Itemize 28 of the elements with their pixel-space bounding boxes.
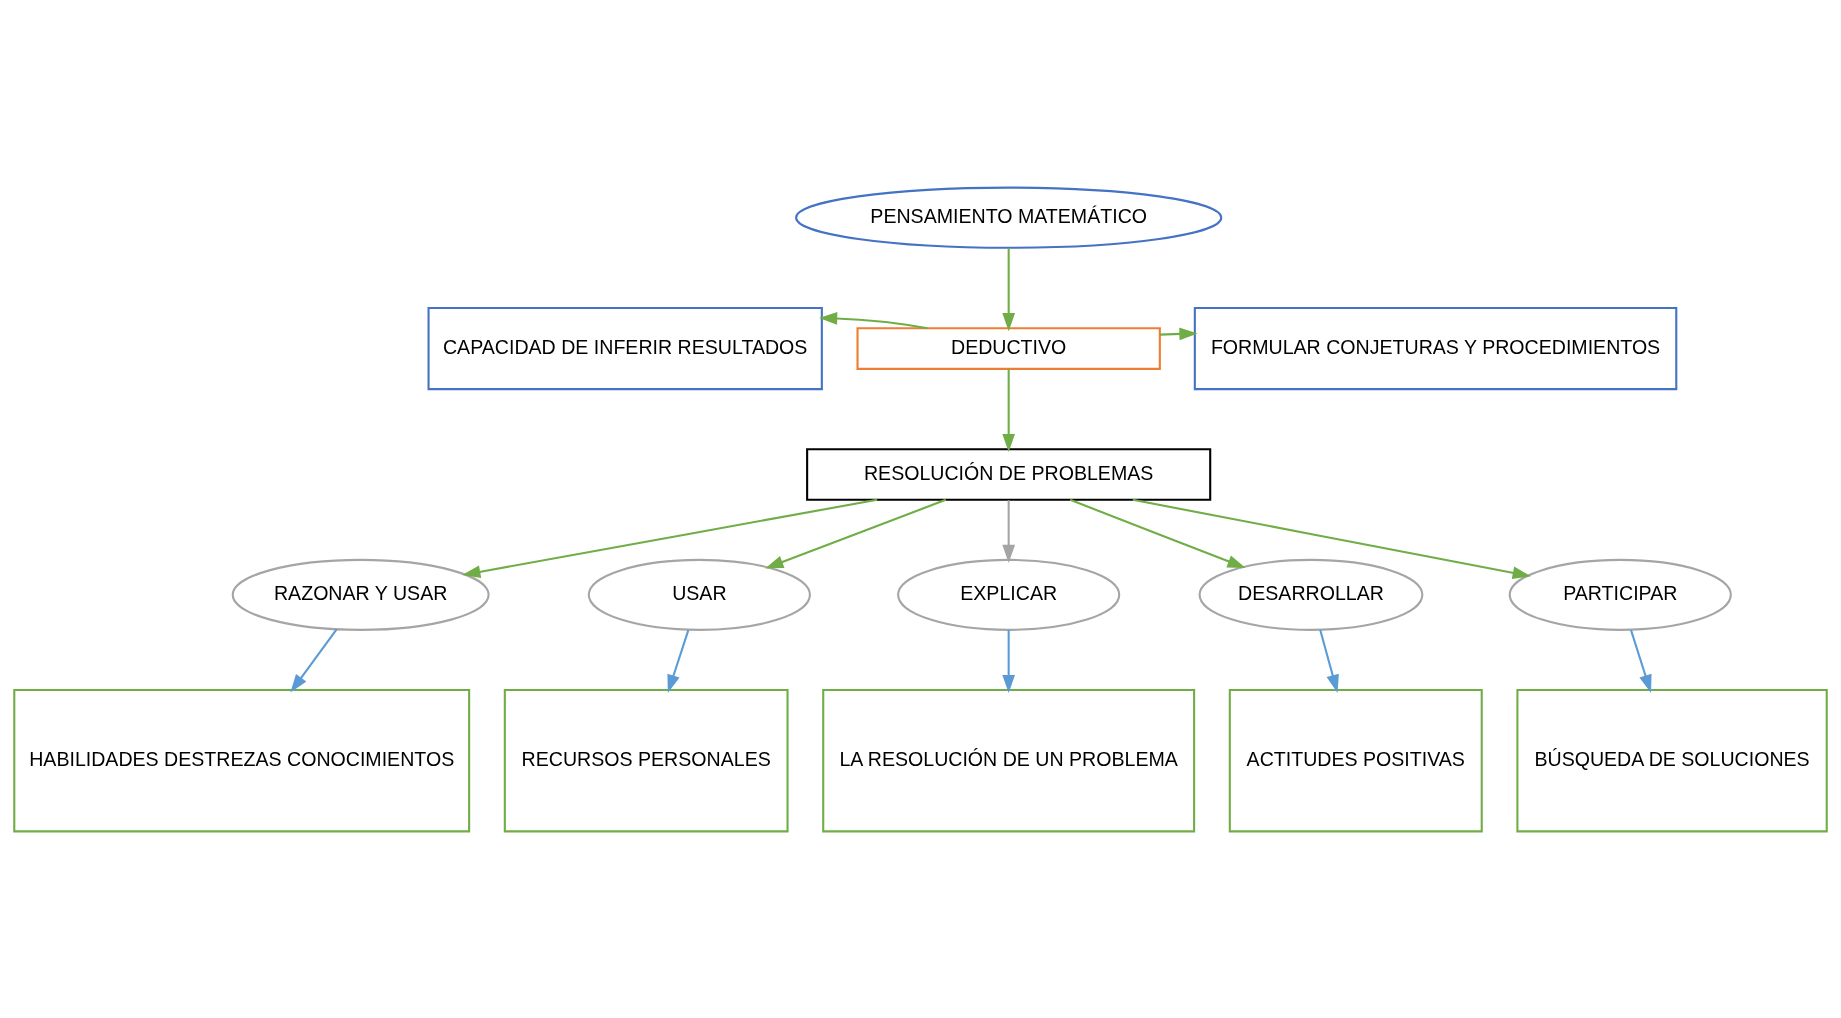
arrow bbox=[1002, 368, 1016, 452]
arrow bbox=[462, 498, 878, 578]
node-ellipse: EXPLICAR bbox=[897, 558, 1121, 631]
node-box: RECURSOS PERSONALES bbox=[503, 688, 789, 832]
arrow bbox=[1319, 629, 1339, 693]
node-box: RESOLUCIÓN DE PROBLEMAS bbox=[806, 447, 1212, 501]
arrow bbox=[819, 311, 928, 329]
node-box: LA RESOLUCIÓN DE UN PROBLEMA bbox=[822, 688, 1196, 832]
node-box: DEDUCTIVO bbox=[856, 326, 1161, 370]
arrow bbox=[290, 628, 338, 693]
node-box: FORMULAR CONJETURAS Y PROCEDIMIENTOS bbox=[1193, 306, 1678, 390]
arrow bbox=[1159, 327, 1198, 340]
node-box: HABILIDADES DESTREZAS CONOCIMIENTOS bbox=[13, 688, 471, 832]
node-ellipse: PENSAMIENTO MATEMÁTICO bbox=[795, 186, 1223, 249]
arrow bbox=[1002, 247, 1016, 331]
arrow bbox=[667, 629, 690, 693]
node-ellipse: USAR bbox=[587, 558, 811, 631]
node-ellipse: DESARROLLAR bbox=[1198, 558, 1424, 631]
arrow bbox=[1630, 629, 1652, 693]
node-ellipse: RAZONAR Y USAR bbox=[231, 558, 490, 631]
arrow bbox=[1069, 498, 1246, 568]
arrow bbox=[1002, 499, 1016, 563]
node-box: BÚSQUEDA DE SOLUCIONES bbox=[1516, 688, 1828, 832]
node-box: ACTITUDES POSITIVAS bbox=[1228, 688, 1483, 832]
arrow bbox=[765, 498, 947, 568]
arrow bbox=[1132, 498, 1531, 579]
arrow bbox=[1002, 629, 1016, 693]
node-box: CAPACIDAD DE INFERIR RESULTADOS bbox=[427, 306, 823, 390]
